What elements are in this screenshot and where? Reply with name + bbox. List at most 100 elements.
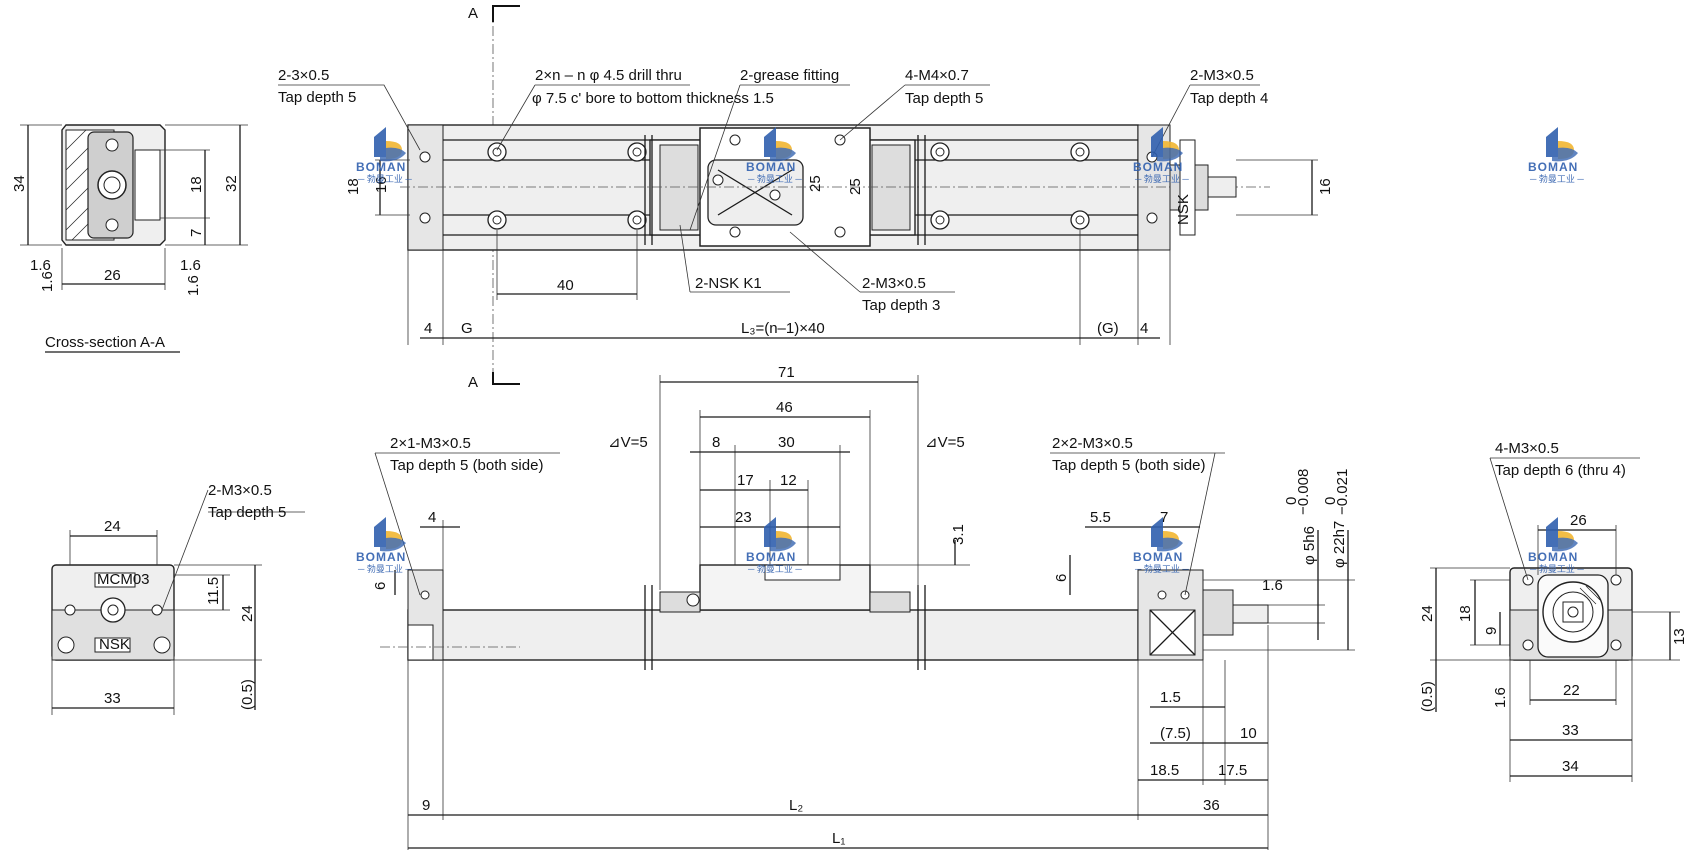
dim-4-side: 4 <box>428 509 436 526</box>
dim-4-left: 4 <box>424 320 432 337</box>
dim-8: 8 <box>712 434 720 451</box>
svg-text:BOMAN: BOMAN <box>356 550 406 564</box>
nsk-tag-end: NSK <box>99 636 130 653</box>
note-m4: 4-M4×0.7 <box>905 67 969 84</box>
svg-text:BOMAN: BOMAN <box>1133 550 1183 564</box>
dim-46: 46 <box>776 399 793 416</box>
roughness-side: 1.6 <box>1262 577 1283 594</box>
watermark-logos: BOMAN─ 勃曼工业 ─ BOMAN─ 勃曼工业 ─ BOMAN─ 勃曼工业 … <box>356 127 1584 574</box>
dim-24-height: 24 <box>239 605 256 622</box>
dim-l3: L₃=(n–1)×40 <box>741 320 825 337</box>
roughness-4: 1.6 <box>185 275 202 296</box>
svg-text:─ 勃曼工业 ─: ─ 勃曼工业 ─ <box>747 173 802 184</box>
svg-text:BOMAN: BOMAN <box>746 550 796 564</box>
tol-bore-sup: 0 <box>1322 497 1339 505</box>
note-tap-2-3: 2-3×0.5 <box>278 67 329 84</box>
dim-24-right: 24 <box>1419 605 1436 622</box>
delta-v-left: ⊿V=5 <box>608 434 648 451</box>
dim-18-end: 18 <box>1457 605 1474 622</box>
dim-1-5: 1.5 <box>1160 689 1181 706</box>
dim-16-shaft: 16 <box>1317 178 1334 195</box>
dim-25-left: 25 <box>807 175 824 192</box>
note-m4-depth: Tap depth 5 <box>905 90 983 107</box>
dim-16-top: 16 <box>373 176 390 193</box>
mount-holes <box>419 134 1158 238</box>
section-a-top-label: A <box>468 5 478 22</box>
tol-bore-sub: −0.021 <box>1334 469 1351 515</box>
roughness-2: 1.6 <box>39 271 56 292</box>
note-m3-center-depth: Tap depth 3 <box>862 297 940 314</box>
dim-23: 23 <box>735 509 752 526</box>
note-end-m3: 2-M3×0.5 <box>208 482 272 499</box>
dim-13: 13 <box>1671 628 1688 645</box>
svg-text:─ 勃曼工业 ─: ─ 勃曼工业 ─ <box>357 173 412 184</box>
svg-text:─ 勃曼工业 ─: ─ 勃曼工业 ─ <box>1529 173 1584 184</box>
note-m3-center: 2-M3×0.5 <box>862 275 926 292</box>
svg-text:─ 勃曼工业 ─: ─ 勃曼工业 ─ <box>357 563 412 574</box>
cross-section-label: Cross-section A-A <box>45 334 165 351</box>
note-grease: 2-grease fitting <box>740 67 839 84</box>
dim-33-right: 33 <box>1562 722 1579 739</box>
dim-17-5: 17.5 <box>1218 762 1247 779</box>
svg-text:─ 勃曼工业 ─: ─ 勃曼工业 ─ <box>1134 173 1189 184</box>
note-side-m3-1: 2×1-M3×0.5 <box>390 435 471 452</box>
top-view: NSK 18 16 25 25 16 40 4 G L₃=(n–1)×40 (G… <box>278 67 1334 345</box>
right-end-view: 4-M3×0.5 Tap depth 6 (thru 4) 26 18 9 24… <box>1419 440 1688 782</box>
dim-0-5-left: (0.5) <box>239 679 256 710</box>
dim-g-left: G <box>461 320 473 337</box>
note-nsk-k1: 2-NSK K1 <box>695 275 762 292</box>
dim-5-5: 5.5 <box>1090 509 1111 526</box>
note-right-m3-depth: Tap depth 6 (thru 4) <box>1495 462 1626 479</box>
dim-6-side-right: 6 <box>1053 574 1070 582</box>
tol-shaft-sup: 0 <box>1283 497 1300 505</box>
dim-7-side: 7 <box>1160 509 1168 526</box>
dim-25-right: 25 <box>847 178 864 195</box>
section-a-bottom-label: A <box>468 374 478 391</box>
note-m3-right-depth: Tap depth 4 <box>1190 90 1268 107</box>
dim-22: 22 <box>1563 682 1580 699</box>
dim-12: 12 <box>780 472 797 489</box>
dim-7: 7 <box>188 229 205 237</box>
delta-v-right: ⊿V=5 <box>925 434 965 451</box>
note-side-m3-2: 2×2-M3×0.5 <box>1052 435 1133 452</box>
note-right-m3: 4-M3×0.5 <box>1495 440 1559 457</box>
dim-30: 30 <box>778 434 795 451</box>
dim-9-end: 9 <box>1483 627 1500 635</box>
dim-17: 17 <box>737 472 754 489</box>
mcm-tag: MCM03 <box>97 571 150 588</box>
cross-section-view: 34 32 18 7 26 1.6 1.6 1.6 1.6 Cross-sect… <box>11 124 248 353</box>
tol-shaft-sub: −0.008 <box>1295 469 1312 515</box>
dim-18-5: 18.5 <box>1150 762 1179 779</box>
note-side-m3-1-depth: Tap depth 5 (both side) <box>390 457 543 474</box>
dim-10: 10 <box>1240 725 1257 742</box>
dim-34-right: 34 <box>1562 758 1579 775</box>
dim-4-right: 4 <box>1140 320 1148 337</box>
note-m3-right: 2-M3×0.5 <box>1190 67 1254 84</box>
dim-9: 9 <box>422 797 430 814</box>
dim-6-side-left: 6 <box>372 582 389 590</box>
dim-40: 40 <box>557 277 574 294</box>
roughness-1: 1.6 <box>30 257 51 274</box>
dim-0-5-right: (0.5) <box>1419 681 1436 712</box>
dim-18-top: 18 <box>345 178 362 195</box>
svg-text:─ 勃曼工业 ─: ─ 勃曼工业 ─ <box>1134 563 1189 574</box>
dim-71: 71 <box>778 364 795 381</box>
dim-34: 34 <box>11 175 28 192</box>
dim-18-cross: 18 <box>188 176 205 193</box>
dim-24-end: 24 <box>104 518 121 535</box>
dim-l1: L₁ <box>832 830 845 847</box>
note-end-m3-depth: Tap depth 5 <box>208 504 286 521</box>
dim-26-end: 26 <box>1570 512 1587 529</box>
note-side-m3-2-depth: Tap depth 5 (both side) <box>1052 457 1205 474</box>
svg-text:BOMAN: BOMAN <box>746 160 796 174</box>
roughness-right: 1.6 <box>1492 687 1509 708</box>
svg-text:─ 勃曼工业 ─: ─ 勃曼工业 ─ <box>747 563 802 574</box>
dim-26-cross: 26 <box>104 267 121 284</box>
left-end-view: MCM03 NSK 24 2-M3×0.5 Tap depth 5 11.5 2… <box>51 482 305 715</box>
svg-text:BOMAN: BOMAN <box>1528 550 1578 564</box>
nsk-tag-top: NSK <box>1175 194 1192 225</box>
dim-g-right: (G) <box>1097 320 1119 337</box>
dim-3-1: 3.1 <box>950 524 967 545</box>
dim-11-5: 11.5 <box>205 577 222 605</box>
